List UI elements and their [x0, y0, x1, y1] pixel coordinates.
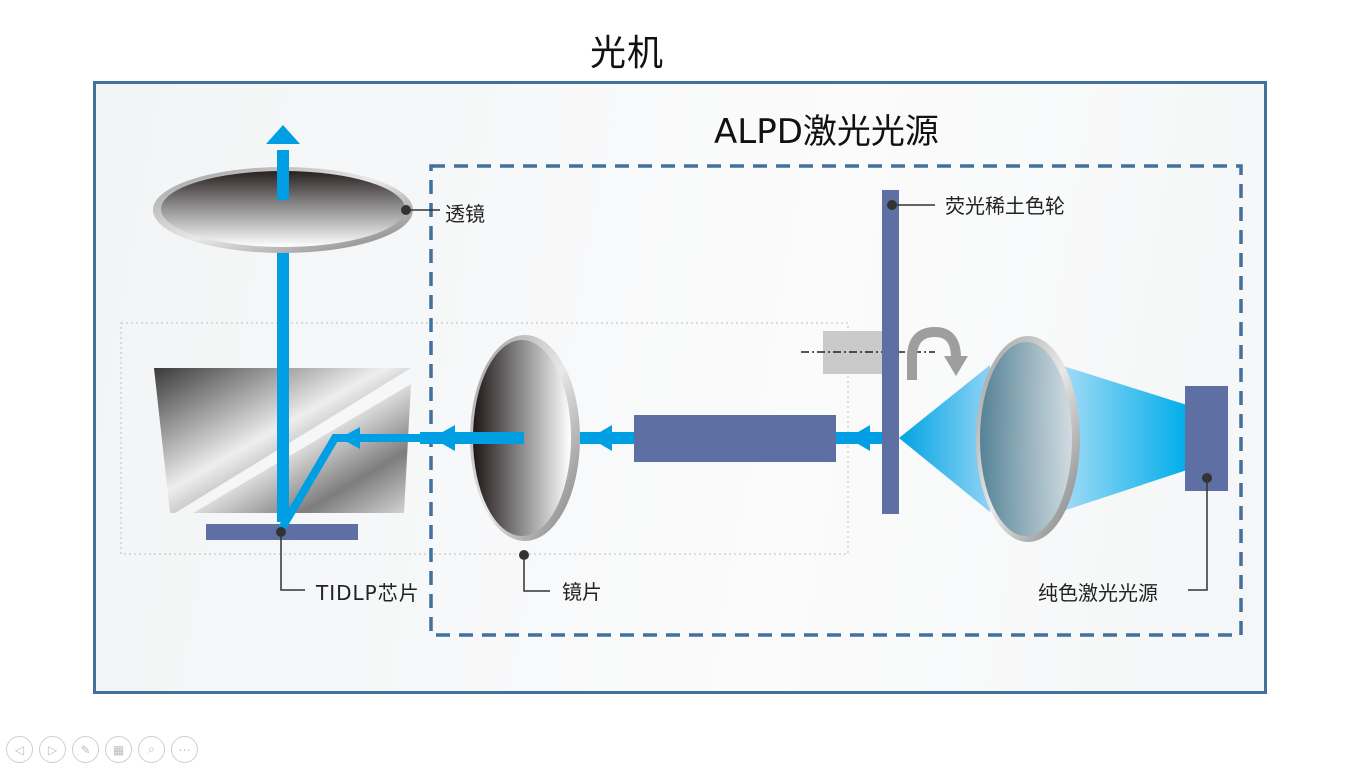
light-cone-left: [899, 365, 990, 512]
previous-icon: ◁: [14, 742, 25, 757]
dlp-pointer: [276, 527, 286, 537]
more-icon: ⋯: [178, 742, 191, 757]
pen-icon: ✎: [80, 742, 91, 757]
beam-reflected: [278, 434, 440, 531]
light-rod: [634, 415, 836, 462]
phosphor-wheel: [882, 190, 899, 514]
slide-title: 光机: [589, 33, 664, 74]
rotation-arrow-icon: [907, 326, 961, 380]
beam-output: [277, 150, 289, 200]
output-arrow-icon: [266, 125, 300, 144]
alpd-dashed-box: [429, 164, 1243, 637]
beam-arrowhead: [848, 425, 870, 451]
wheel-pointer: [887, 200, 897, 210]
label-mirror: 镜片: [562, 580, 602, 604]
slides-icon: ▦: [112, 742, 125, 757]
light-cone-right: [1060, 365, 1187, 512]
mirror-pointer: [519, 550, 529, 560]
beam-vertical: [277, 252, 289, 522]
zoom-icon: ⌕: [148, 742, 155, 756]
pen-button[interactable]: ✎: [72, 736, 99, 763]
beam-arrowhead: [432, 425, 455, 451]
condenser-lens: [976, 336, 1080, 542]
slideshow-nav: ◁ ▷ ✎ ▦ ⌕ ⋯: [6, 736, 198, 763]
previous-button[interactable]: ◁: [6, 736, 33, 763]
next-button[interactable]: ▷: [39, 736, 66, 763]
label-phosphor-wheel: 荧光稀土色轮: [945, 194, 1065, 218]
zoom-button[interactable]: ⌕: [138, 736, 165, 763]
label-lens: 透镜: [445, 202, 485, 226]
beam-arrowhead: [340, 427, 360, 449]
laser-pointer: [1202, 473, 1212, 483]
top-lens: [153, 167, 413, 253]
label-laser-source: 纯色激光光源: [1038, 581, 1158, 605]
beam-arrowhead: [590, 425, 612, 451]
alpd-title: ALPD激光光源: [714, 112, 939, 152]
next-icon: ▷: [47, 742, 58, 757]
slides-button[interactable]: ▦: [105, 736, 132, 763]
label-dlp-chip: TIDLP芯片: [316, 581, 420, 605]
lens-top-pointer: [401, 205, 411, 215]
more-button[interactable]: ⋯: [171, 736, 198, 763]
dotted-outline: [120, 322, 849, 555]
